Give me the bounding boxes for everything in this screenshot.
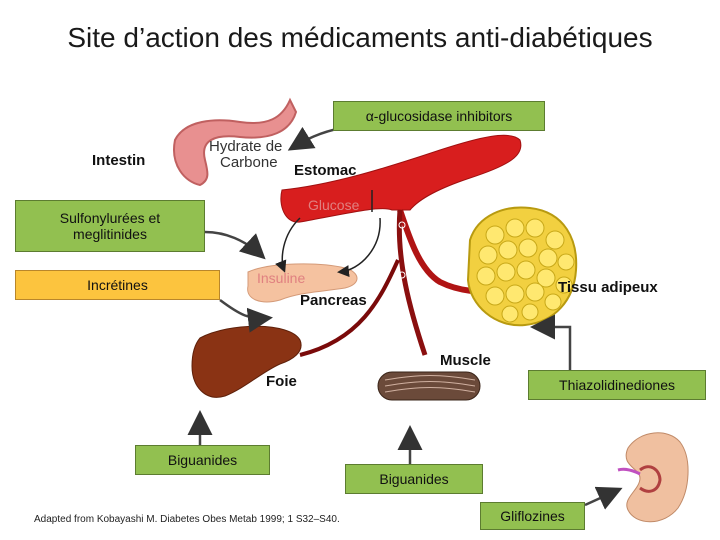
biguanides-liver-label: Biguanides: [167, 452, 238, 468]
sulfonylurees-label-line1: Sulfonylurées et: [59, 210, 161, 226]
alpha-glucosidase-arrow: [287, 126, 343, 151]
sulfonylurees-box: Sulfonylurées et meglitinides: [15, 200, 205, 252]
intestin-label: Intestin: [92, 152, 146, 169]
thiazolidinediones-box: Thiazolidinediones: [528, 370, 706, 400]
citation: Adapted from Kobayashi M. Diabetes Obes …: [34, 514, 340, 525]
blood-vessel: [280, 134, 522, 223]
gliflozines-label: Gliflozines: [500, 508, 565, 524]
estomac-label: Estomac: [294, 162, 357, 179]
liver-shape: [191, 325, 302, 398]
insuline-label: Insuline: [257, 270, 306, 286]
vessel-branch-liver: [299, 259, 400, 357]
biguanides-muscle-box: Biguanides: [345, 464, 483, 494]
tissu-adipeux-label: Tissu adipeux: [558, 279, 658, 296]
thiazolidinediones-label: Thiazolidinediones: [559, 377, 675, 393]
kidney-shape: [617, 432, 689, 523]
incretines-box: Incrétines: [15, 270, 220, 300]
incretines-arrow: [219, 298, 273, 333]
foie-label: Foie: [266, 373, 297, 390]
adipose-shape: [466, 206, 578, 327]
sulfonylurees-arrow: [204, 230, 266, 260]
sulfonylurees-label-line2: meglitinides: [73, 226, 147, 242]
muscle-label: Muscle: [440, 352, 491, 369]
muscle-shape: [377, 371, 481, 401]
biguanides-muscle-label: Biguanides: [379, 471, 449, 487]
glucose-label: Glucose: [308, 197, 360, 213]
thiazolidinediones-arrow: [530, 314, 572, 370]
pancreas-shape: [247, 263, 358, 303]
glucose-to-pancreas-arrow: [337, 217, 381, 278]
gliflozines-box: Gliflozines: [480, 502, 585, 530]
incretines-label: Incrétines: [87, 277, 148, 293]
vessel-branch-muscle: [396, 209, 428, 356]
gliflozines-arrow: [584, 486, 623, 510]
stomach-shape: [173, 97, 298, 187]
pancreas-label: Pancreas: [300, 292, 367, 309]
hydrate-label-line2: Carbone: [220, 154, 278, 171]
alpha-glucosidase-box: α-glucosidase inhibitors: [333, 101, 545, 131]
page-title: Site d’action des médicaments anti-diabé…: [67, 22, 653, 53]
biguanides-liver-box: Biguanides: [135, 445, 270, 475]
alpha-glucosidase-label: α-glucosidase inhibitors: [365, 108, 513, 124]
hydrate-label-line1: Hydrate de: [209, 138, 283, 155]
glucose-to-liver-arrow: [275, 217, 301, 273]
